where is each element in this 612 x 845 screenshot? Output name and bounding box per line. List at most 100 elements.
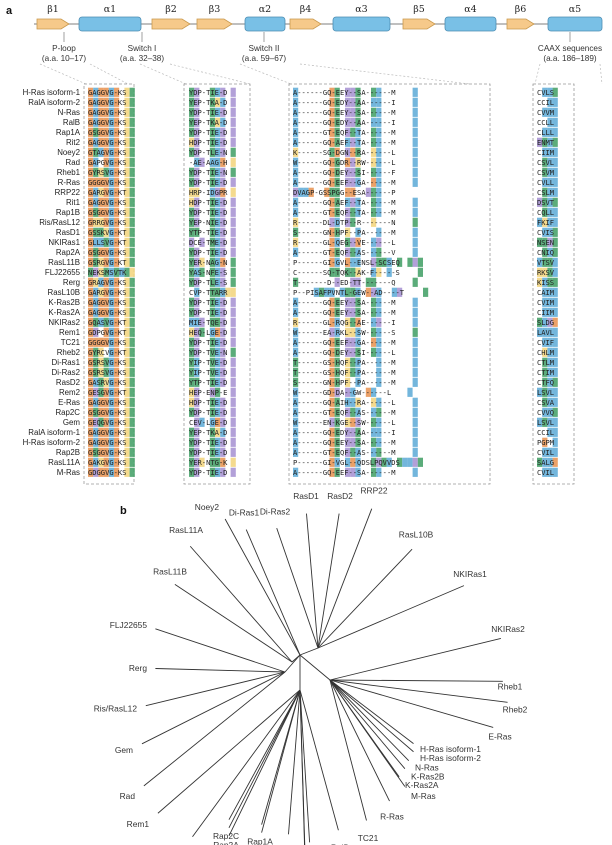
residue-cell: [365, 287, 371, 297]
residue-cell: [129, 237, 135, 247]
residue-cell: [220, 87, 226, 97]
residue-cell: [220, 277, 226, 287]
sequence-segment: CTLM: [537, 357, 558, 367]
sequence-text: SLDG: [537, 318, 554, 327]
sequence-segment: CCIL: [537, 97, 558, 107]
residue-cell: [88, 147, 94, 157]
residue-cell: [98, 197, 104, 207]
residue-cell: [371, 457, 377, 467]
sequence-segment: YIP-TVE-D: [189, 367, 236, 377]
residue-cell: [412, 137, 418, 147]
strand-β2: [151, 18, 191, 30]
residue-cell: [129, 307, 135, 317]
residue-cell: [334, 357, 340, 367]
residue-cell: [129, 297, 135, 307]
residue-cell: [552, 417, 558, 427]
residue-cell: [108, 317, 114, 327]
residue-cell: [93, 307, 99, 317]
residue-cell: [329, 157, 335, 167]
residue-cell: [345, 217, 351, 227]
residue-cell: [98, 337, 104, 347]
residue-cell: [114, 237, 120, 247]
residue-cell: [108, 447, 114, 457]
residue-cell: [350, 177, 356, 187]
residue-cell: [547, 197, 553, 207]
residue-cell: [98, 217, 104, 227]
sequence-segment: CVIF: [537, 337, 558, 347]
sequence-segment: HRP-IDGPR: [189, 187, 236, 197]
residue-cell: [124, 347, 130, 357]
residue-cell: [93, 437, 99, 447]
residue-cell: [194, 127, 200, 137]
residue-cell: [98, 207, 104, 217]
sequence-text: VTSV: [537, 258, 555, 267]
residue-cell: [129, 87, 135, 97]
residue-cell: [98, 417, 104, 427]
residue-cell: [114, 227, 120, 237]
residue-cell: [552, 167, 558, 177]
tree-branch: [228, 689, 301, 829]
sequence-text: A------GQ-EEY--SA------M: [293, 438, 396, 447]
residue-cell: [402, 457, 408, 467]
residue-cell: [103, 297, 109, 307]
residue-cell: [350, 267, 356, 277]
residue-cell: [103, 127, 109, 137]
sequence-text: CAIM: [537, 288, 554, 297]
residue-cell: [376, 107, 382, 117]
sequence-name: N-Ras: [58, 108, 80, 117]
sequence-segment: NEKSMSVTK: [88, 267, 135, 277]
residue-cell: [189, 387, 195, 397]
residue-cell: [329, 397, 335, 407]
residue-cell: [412, 417, 418, 427]
residue-cell: [189, 127, 195, 137]
sequence-text: T-------D--ED-TT-------Q: [293, 278, 396, 287]
residue-cell: [103, 377, 109, 387]
residue-cell: [114, 257, 120, 267]
residue-cell: [230, 127, 236, 137]
residue-cell: [542, 377, 548, 387]
residue-cell: [88, 257, 94, 267]
residue-cell: [329, 207, 335, 217]
sequence-text: YER-NTG-K: [189, 458, 228, 467]
residue-cell: [542, 257, 548, 267]
sequence-text: YTP-TIE-D: [189, 228, 227, 237]
sequence-segment: A------GQ-EEF--GA------M: [293, 177, 418, 187]
residue-cell: [215, 297, 221, 307]
tree-leaf-label: Rheb2: [503, 704, 528, 714]
residue-cell: [376, 427, 382, 437]
residue-cell: [371, 107, 377, 117]
residue-cell: [103, 147, 109, 157]
sequence-name: Rerg: [63, 278, 80, 287]
sequence-segment: YDP-TIE-D: [189, 307, 236, 317]
residue-cell: [329, 167, 335, 177]
residue-cell: [329, 437, 335, 447]
region-range: (a.a. 10–17): [42, 54, 86, 63]
residue-cell: [108, 247, 114, 257]
sequence-segment: YEP-TKA-D: [189, 97, 236, 107]
residue-cell: [552, 257, 558, 267]
sequence-text: GAGGVG-KS: [88, 298, 126, 307]
residue-cell: [293, 317, 299, 327]
residue-cell: [308, 187, 314, 197]
residue-cell: [103, 237, 109, 247]
residue-cell: [371, 467, 377, 477]
residue-cell: [93, 277, 99, 287]
residue-cell: [194, 207, 200, 217]
residue-cell: [220, 327, 226, 337]
residue-cell: [93, 467, 99, 477]
residue-cell: [552, 307, 558, 317]
residue-cell: [98, 467, 104, 477]
sequence-name: M-Ras: [57, 468, 80, 477]
residue-cell: [537, 277, 543, 287]
residue-cell: [220, 357, 226, 367]
residue-cell: [209, 417, 215, 427]
residue-cell: [350, 197, 356, 207]
residue-cell: [189, 377, 195, 387]
sequence-segment: -AE-AAG-H: [189, 157, 236, 167]
sequence-segment: YDP-TIE-D: [189, 247, 236, 257]
residue-cell: [371, 237, 377, 247]
residue-cell: [293, 227, 299, 237]
residue-cell: [355, 87, 361, 97]
sequence-segment: CLLL: [537, 127, 558, 137]
residue-cell: [209, 277, 215, 287]
